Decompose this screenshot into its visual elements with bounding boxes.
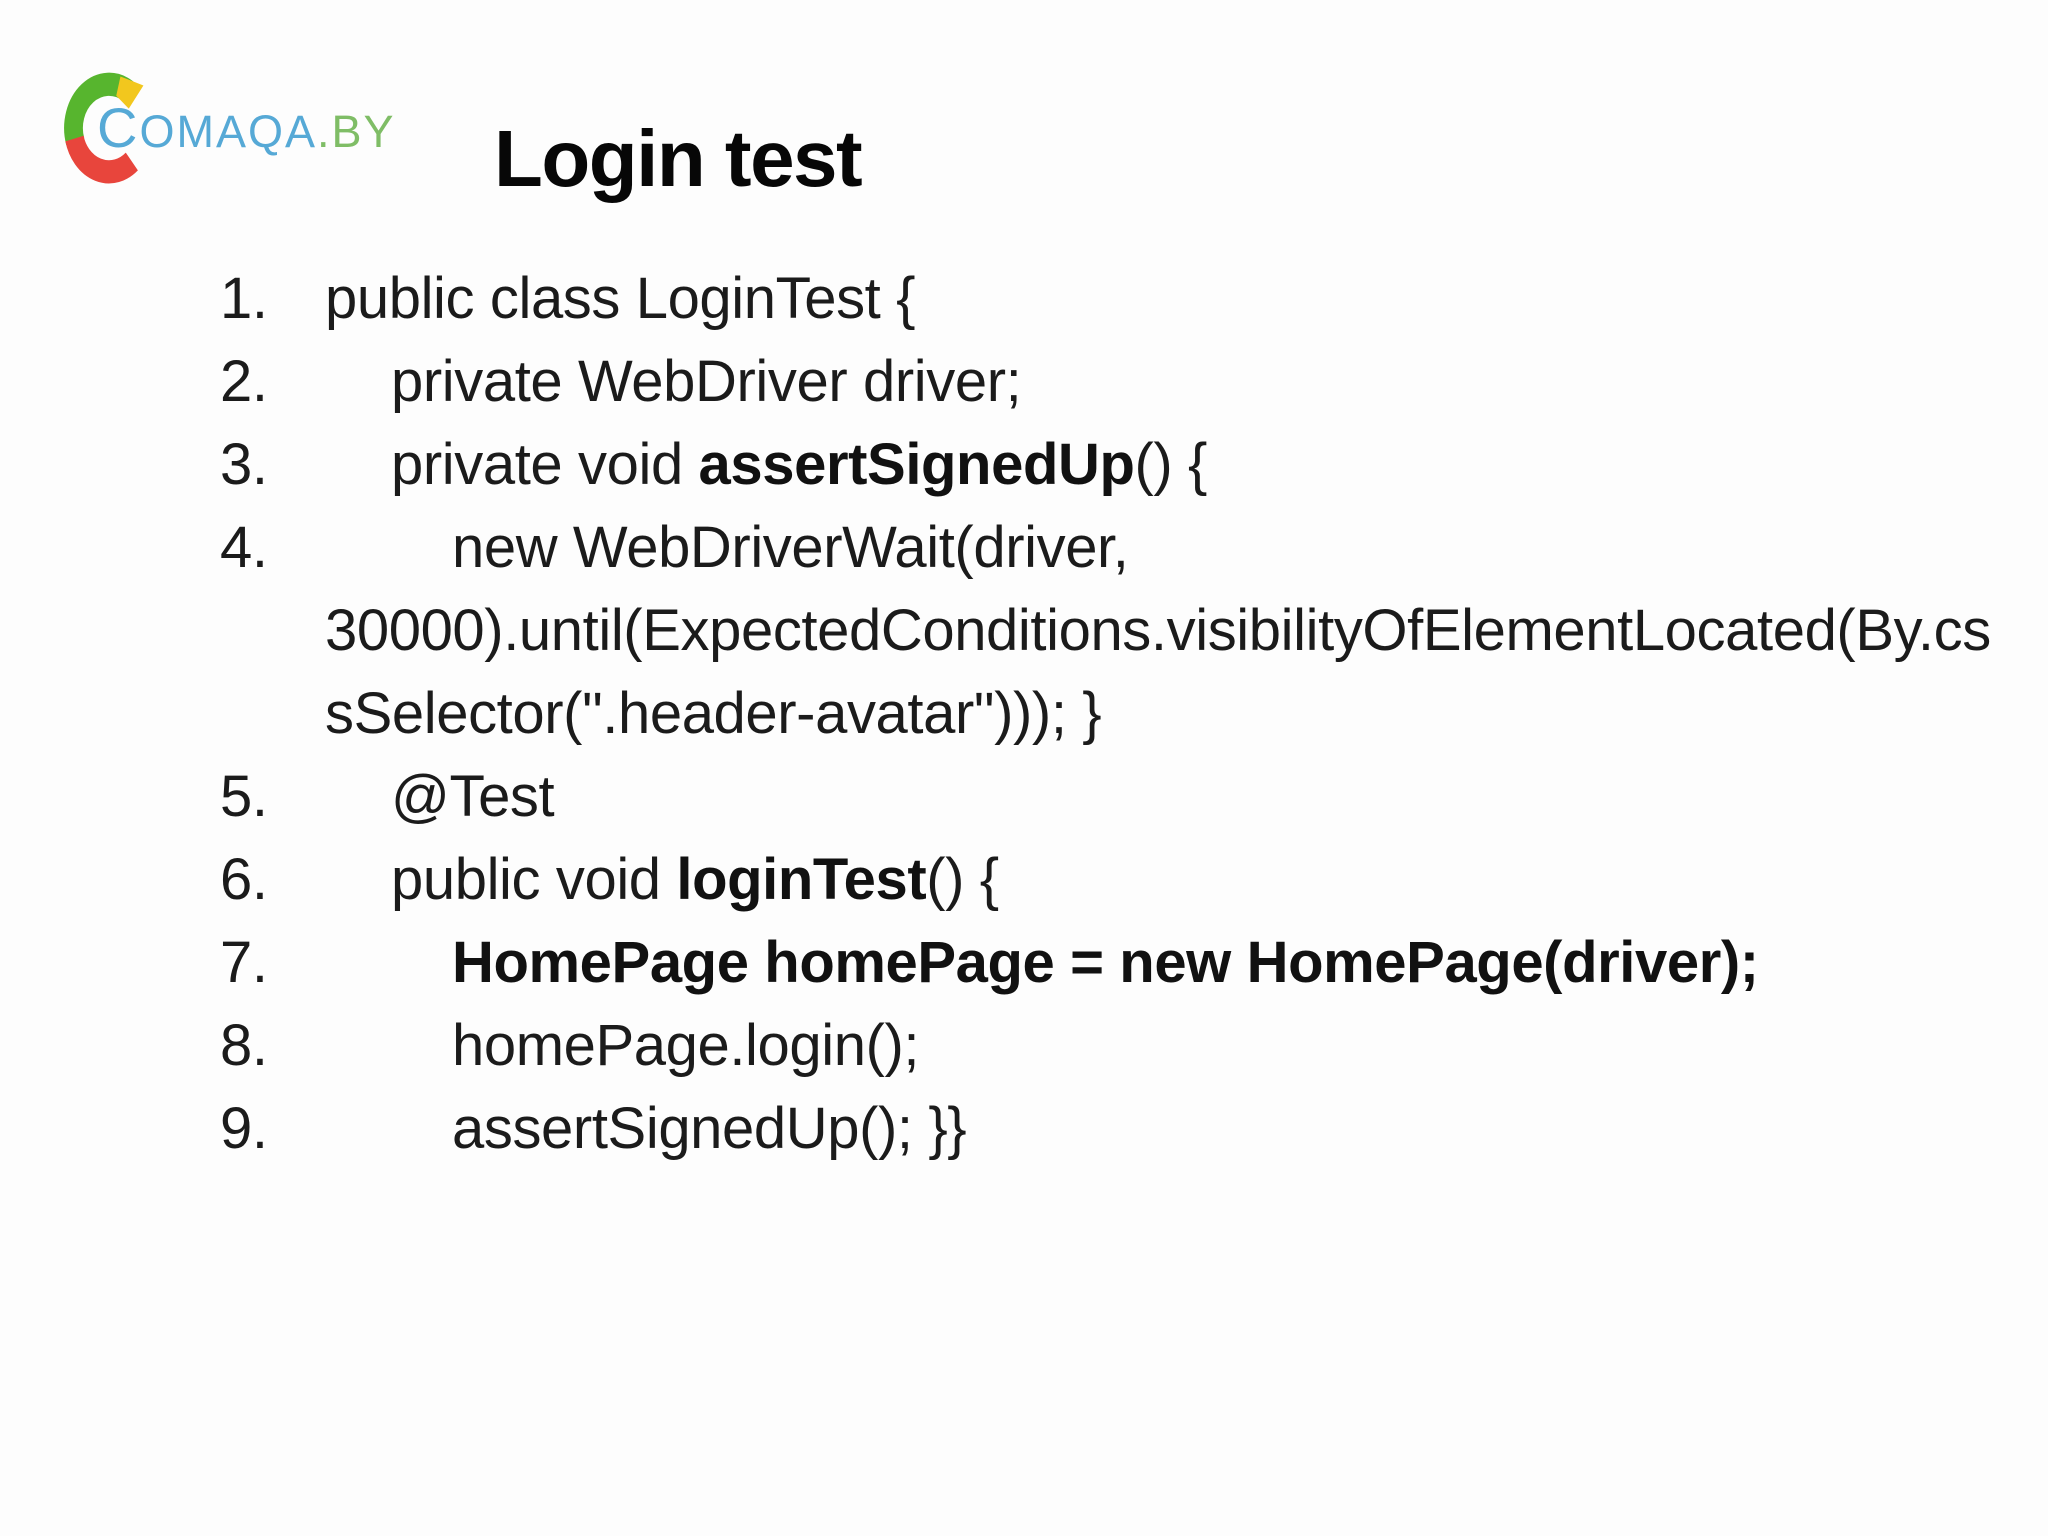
line-number: 7. (220, 930, 268, 995)
code-row: 6. public void loginTest() { (0, 838, 2048, 921)
line-number: 4. (220, 515, 268, 580)
code-list: 1. public class LoginTest { 2. private W… (0, 257, 2048, 1170)
code-row: 8. homePage.login(); (0, 1004, 2048, 1087)
code-row: 2. private WebDriver driver; (0, 340, 2048, 423)
code-row-wrap: 30000).until(ExpectedConditions.visibili… (0, 589, 2048, 672)
code-text: assertSignedUp(); }} (452, 1096, 967, 1161)
code-text: new WebDriverWait(driver, (452, 515, 1129, 580)
code-text: private void assertSignedUp() { (391, 432, 1208, 497)
code-row-wrap: sSelector(".header-avatar"))); } (0, 672, 2048, 755)
logo-wordmark-initial: C (97, 96, 140, 159)
line-number: 1. (220, 266, 268, 331)
comaqa-logo: COMAQA.BY (63, 70, 394, 190)
code-text: HomePage homePage = new HomePage(driver)… (452, 930, 1759, 995)
line-number: 5. (220, 764, 268, 829)
logo-wordmark: COMAQA.BY (97, 100, 396, 156)
code-text: homePage.login(); (452, 1013, 920, 1078)
logo-arc-icon (64, 72, 144, 184)
code-row: 4. new WebDriverWait(driver, (0, 506, 2048, 589)
code-text: public void loginTest() { (391, 847, 999, 912)
code-row: 3. private void assertSignedUp() { (0, 423, 2048, 506)
code-text: 30000).until(ExpectedConditions.visibili… (325, 598, 1991, 663)
code-text: public class LoginTest { (325, 266, 916, 331)
line-number: 9. (220, 1096, 268, 1161)
code-text: sSelector(".header-avatar"))); } (325, 681, 1102, 746)
code-row: 7. HomePage homePage = new HomePage(driv… (0, 921, 2048, 1004)
line-number: 2. (220, 349, 268, 414)
code-row: 5. @Test (0, 755, 2048, 838)
line-number: 8. (220, 1013, 268, 1078)
line-number: 6. (220, 847, 268, 912)
line-number: 3. (220, 432, 268, 497)
code-row: 1. public class LoginTest { (0, 257, 2048, 340)
code-row: 9. assertSignedUp(); }} (0, 1087, 2048, 1170)
slide-title: Login test (494, 114, 863, 203)
code-text: @Test (391, 764, 555, 829)
logo-wordmark-suffix: .BY (316, 106, 396, 157)
code-text: private WebDriver driver; (391, 349, 1022, 414)
logo-wordmark-rest: OMAQA (139, 106, 317, 157)
